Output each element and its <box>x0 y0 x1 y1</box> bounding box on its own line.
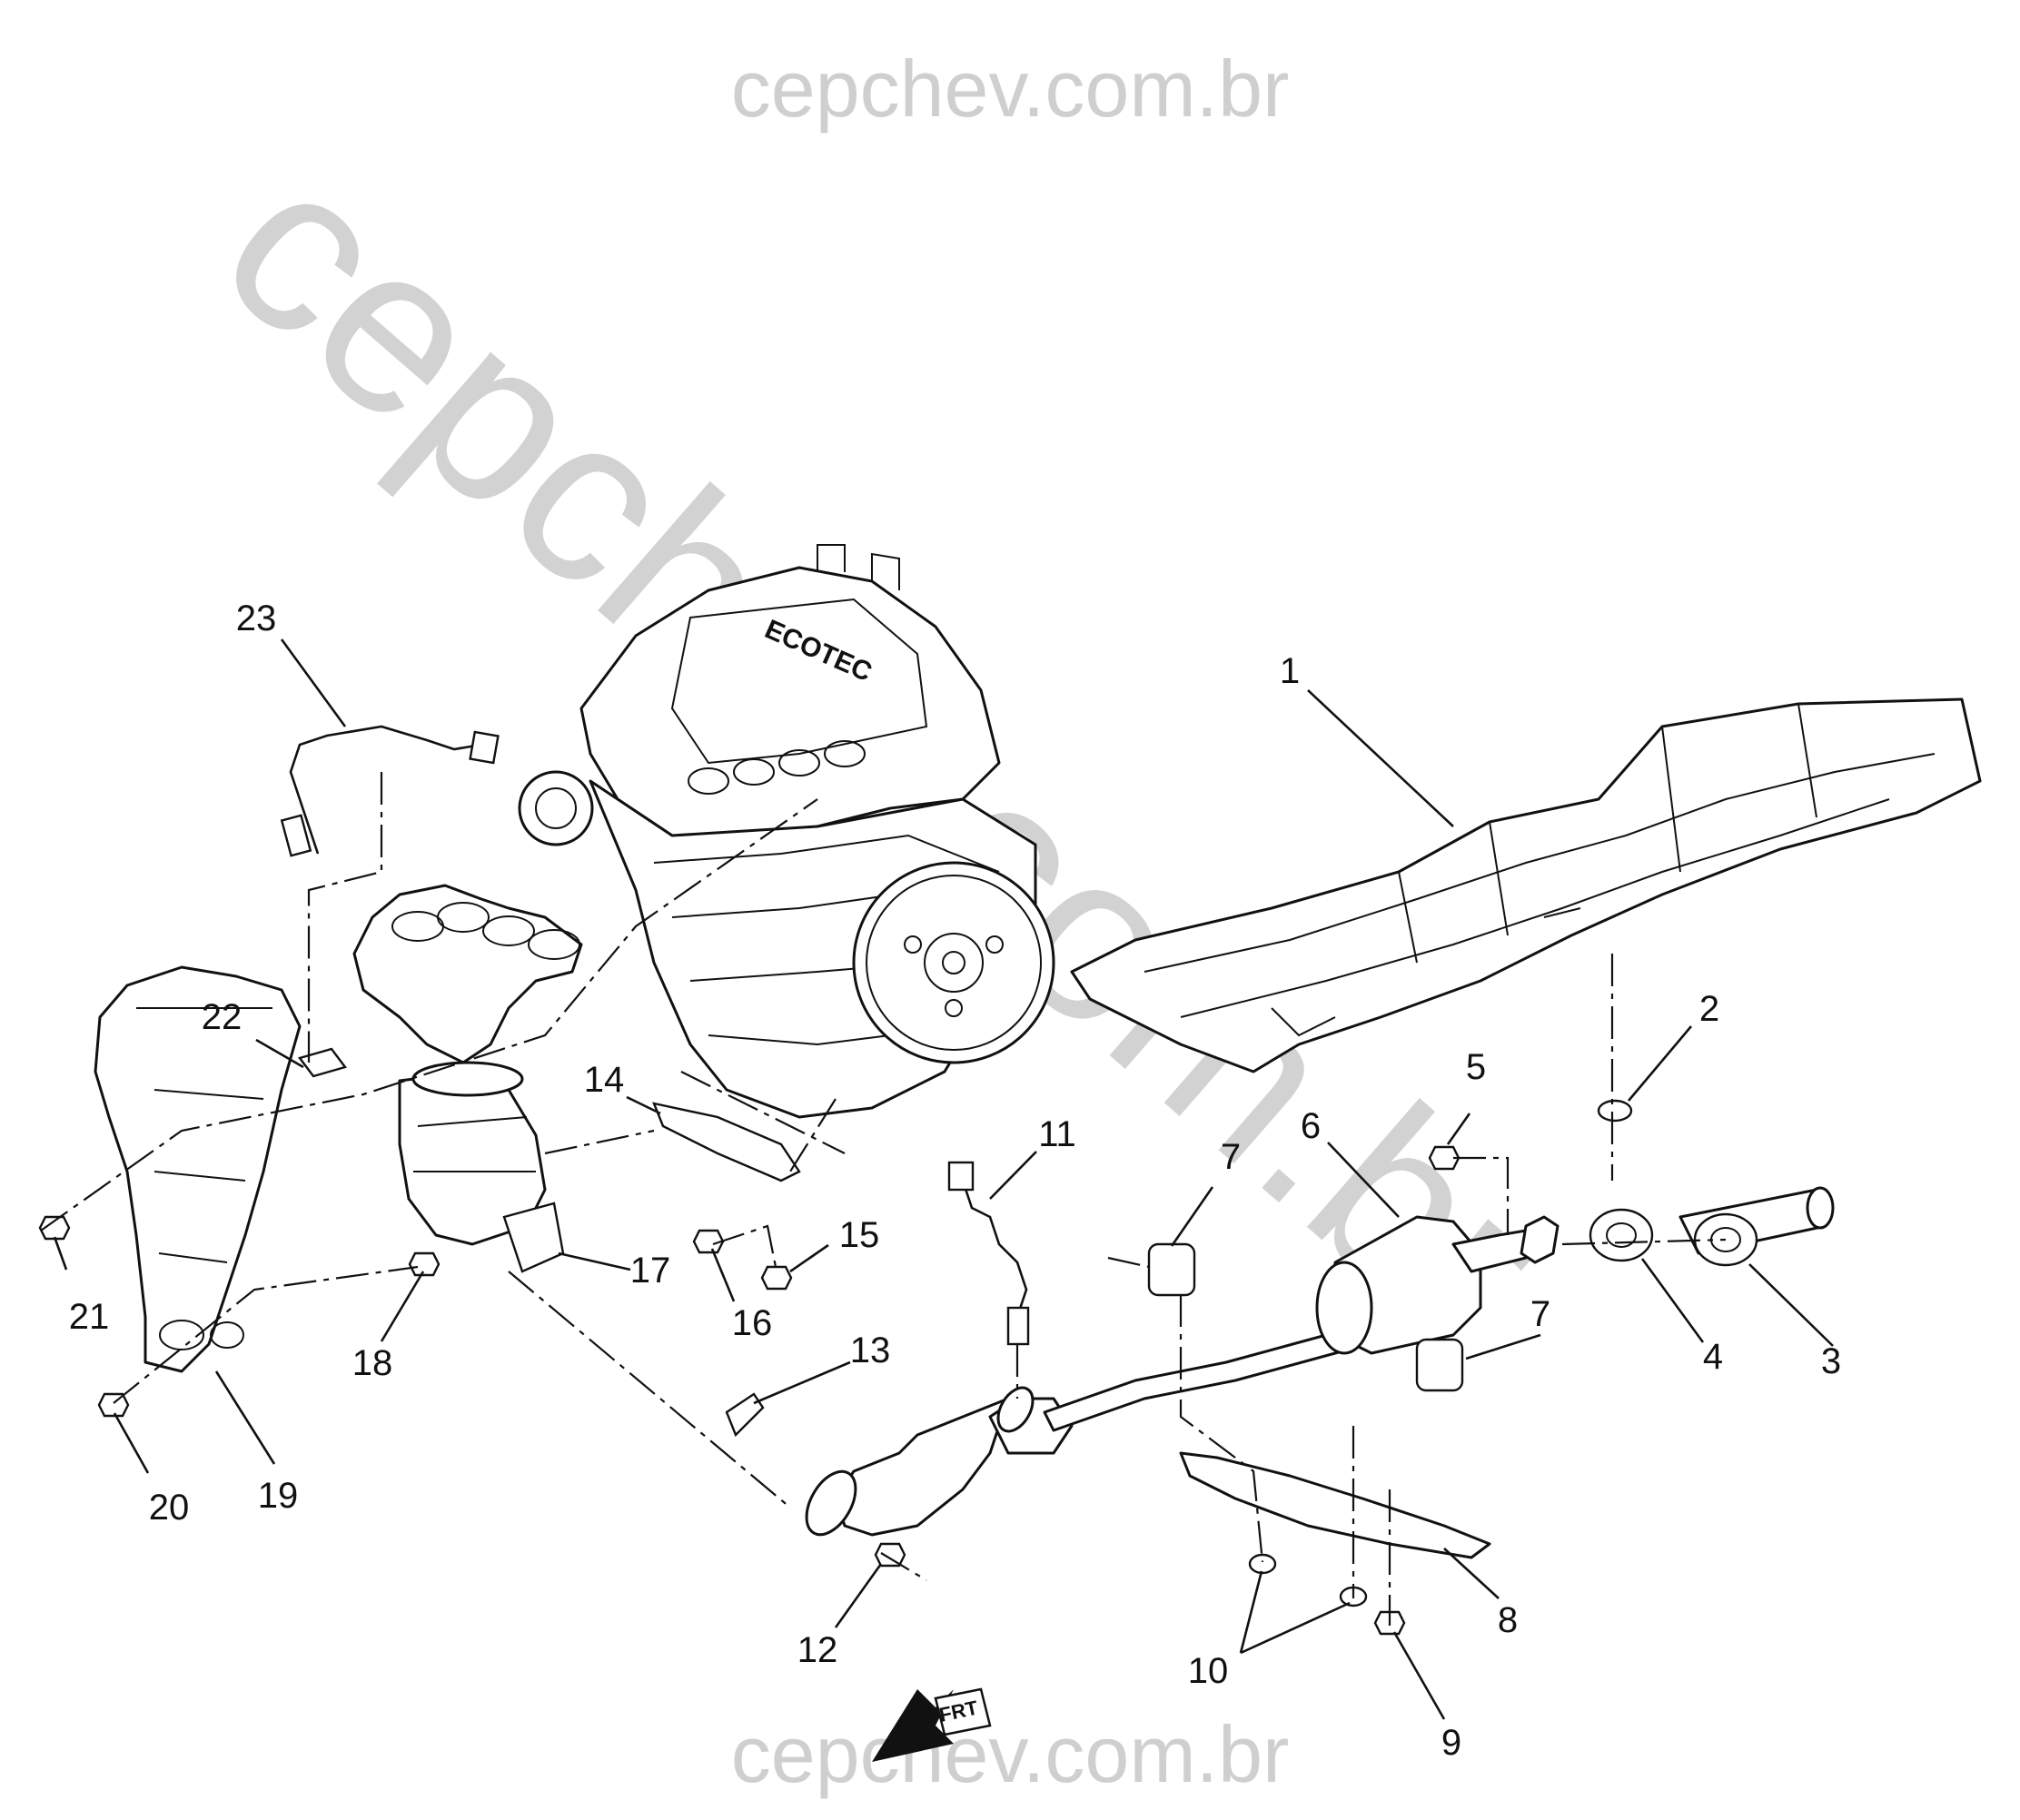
bolt-21 <box>38 1215 71 1241</box>
lower-oxygen-sensor <box>947 1161 1030 1346</box>
callout-23: 23 <box>236 598 277 638</box>
callout-labels: 1 2 3 4 5 6 7 7 8 9 10 11 12 13 14 15 16… <box>69 598 1841 1763</box>
callout-9: 9 <box>1441 1723 1461 1763</box>
bolt-20 <box>97 1392 130 1418</box>
support-bracket <box>1179 1451 1491 1559</box>
callout-12: 12 <box>797 1630 838 1670</box>
front-direction-indicator: FRT <box>872 1687 992 1762</box>
callout-10: 10 <box>1188 1651 1229 1691</box>
nut-2 <box>1597 1099 1633 1123</box>
watermark-top: cepchev.com.br <box>731 44 1290 134</box>
callout-20: 20 <box>149 1488 190 1528</box>
bolt-15 <box>760 1265 793 1291</box>
muffler <box>1315 1215 1560 1355</box>
stud-18 <box>408 1251 441 1277</box>
engine-assembly: ECOTEC <box>518 544 1055 1119</box>
heat-shield <box>1070 697 1982 1073</box>
callout-16: 16 <box>732 1303 773 1343</box>
callout-18: 18 <box>352 1343 393 1383</box>
intermediate-pipe <box>996 1324 1369 1433</box>
callout-7-right: 7 <box>1530 1294 1550 1334</box>
callout-7-left: 7 <box>1221 1137 1241 1177</box>
callout-14: 14 <box>584 1060 625 1100</box>
callout-22: 22 <box>202 997 243 1037</box>
callout-1: 1 <box>1280 651 1300 691</box>
upper-oxygen-sensor <box>280 725 500 857</box>
clamp-13 <box>725 1392 765 1438</box>
callout-17: 17 <box>630 1251 671 1291</box>
nut-12 <box>874 1542 906 1568</box>
assembly-lines <box>40 772 1727 1626</box>
callout-5: 5 <box>1466 1047 1486 1087</box>
callout-4: 4 <box>1703 1337 1723 1377</box>
callout-15: 15 <box>839 1215 880 1255</box>
callout-11: 11 <box>1038 1114 1076 1154</box>
leader-lines <box>53 638 1834 1720</box>
watermark-bottom: cepchev.com.br <box>731 1709 1290 1799</box>
exhaust-manifold-catalytic-converter <box>352 884 583 1246</box>
insulator-7-left <box>1147 1242 1196 1297</box>
gasket-4 <box>1589 1208 1654 1262</box>
gasket-17 <box>502 1202 565 1273</box>
insulator-7-right <box>1415 1338 1464 1392</box>
fasteners <box>38 1047 1633 1636</box>
flywheel <box>852 861 1055 1064</box>
manifold-heat-shield <box>94 965 302 1373</box>
bolt-16 <box>692 1229 725 1254</box>
front-pipe <box>805 1397 1074 1537</box>
callout-2: 2 <box>1699 989 1719 1029</box>
bracket-22 <box>297 1047 348 1078</box>
callout-19: 19 <box>258 1476 299 1516</box>
callout-6: 6 <box>1301 1106 1321 1146</box>
callout-21: 21 <box>69 1297 110 1337</box>
callout-13: 13 <box>850 1330 891 1370</box>
nut-5 <box>1428 1145 1461 1171</box>
callout-3: 3 <box>1821 1341 1841 1381</box>
callout-8: 8 <box>1498 1600 1518 1640</box>
bracket-14 <box>652 1102 801 1182</box>
nut-10a <box>1248 1553 1277 1575</box>
